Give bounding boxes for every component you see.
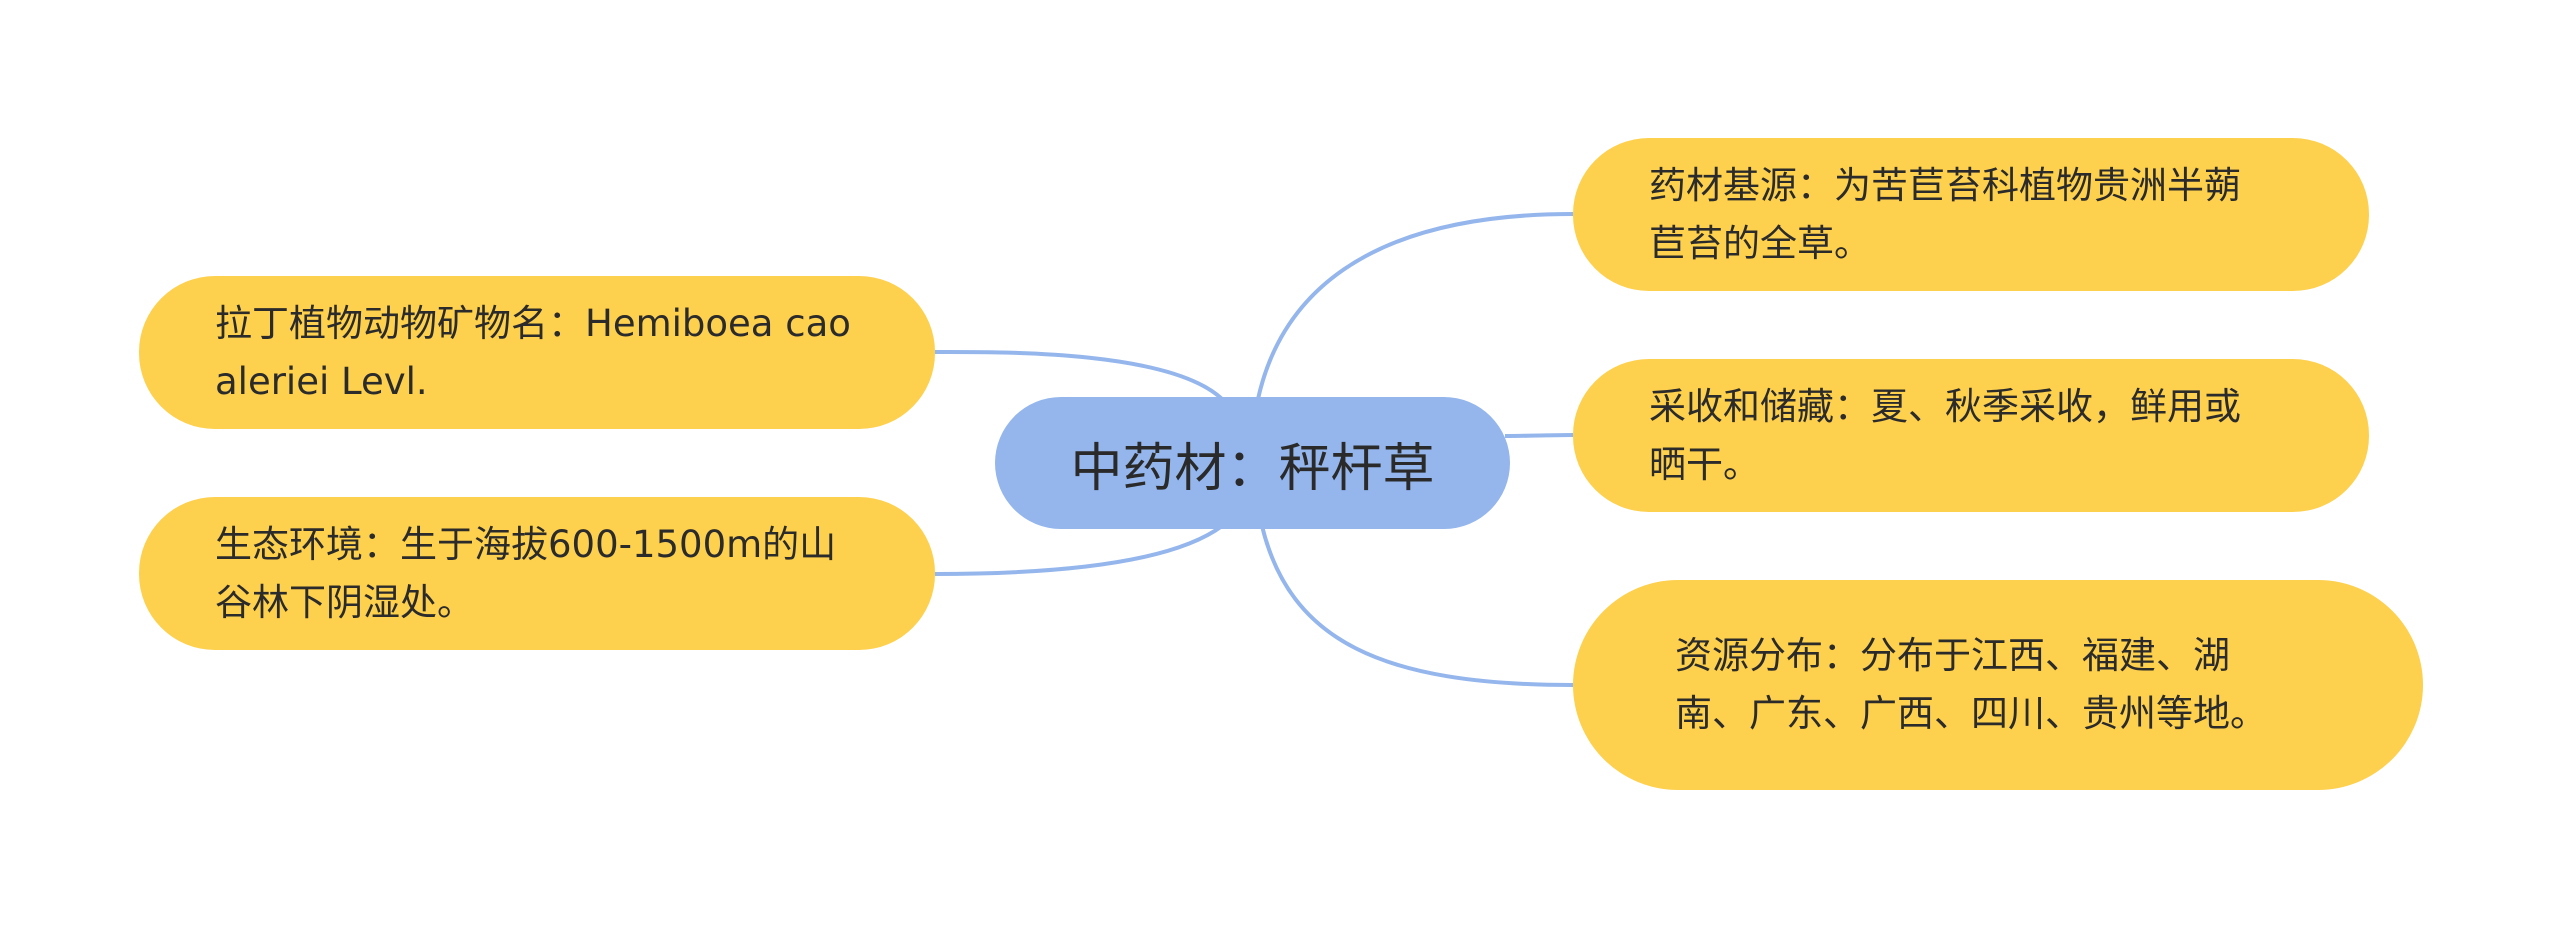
topic-latin-name[interactable]: 拉丁植物动物矿物名：Hemiboea caoaleriei Levl. [139,276,935,429]
topic-source-text: 药材基源：为苦苣苔科植物贵洲半蒴苣苔的全草。 [1649,163,2241,265]
topic-harvest-text: 采收和储藏：夏、秋季采收，鲜用或晒干。 [1649,384,2241,486]
connector-to-latin-name [934,349,1224,401]
connector-to-distribution [1260,525,1574,687]
connector-to-source [1256,212,1574,400]
central-topic[interactable]: 中药材：秤杆草 [995,397,1510,529]
topic-harvest[interactable]: 采收和储藏：夏、秋季采收，鲜用或晒干。 [1573,359,2369,512]
topic-distribution[interactable]: 资源分布：分布于江西、福建、湖南、广东、广西、四川、贵州等地。 [1573,580,2423,790]
topic-distribution-text: 资源分布：分布于江西、福建、湖南、广东、广西、四川、贵州等地。 [1675,634,2267,735]
topic-habitat-text: 生态环境：生于海拔600-1500m的山谷林下阴湿处。 [215,522,837,624]
central-topic-label: 中药材：秤杆草 [1070,438,1435,499]
topic-habitat[interactable]: 生态环境：生于海拔600-1500m的山谷林下阴湿处。 [139,497,935,650]
connector-to-harvest [1504,433,1574,438]
topic-latin-name-text: 拉丁植物动物矿物名：Hemiboea caoaleriei Levl. [215,301,851,403]
connector-to-habitat [934,524,1224,576]
topic-source[interactable]: 药材基源：为苦苣苔科植物贵洲半蒴苣苔的全草。 [1573,138,2369,291]
